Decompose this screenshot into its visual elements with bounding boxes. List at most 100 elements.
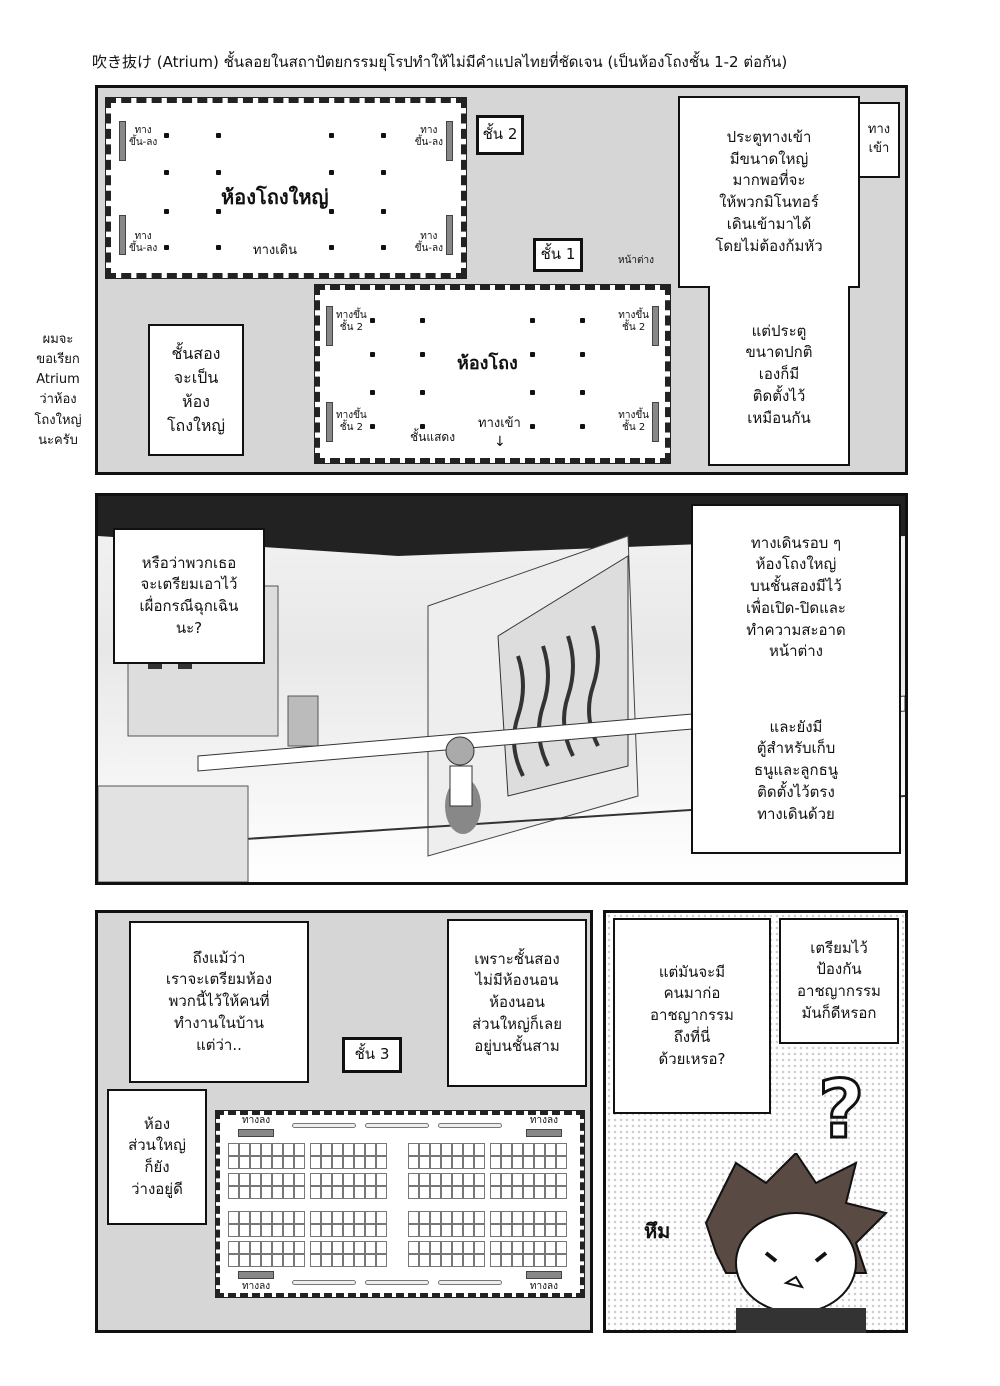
seat	[534, 1143, 545, 1156]
seat	[354, 1186, 365, 1199]
seat	[441, 1254, 452, 1267]
seat	[354, 1173, 365, 1186]
margin-note: ผมจะ ขอเรียก Atrium ว่าห้อง โถงใหญ่ นะคร…	[34, 332, 82, 448]
seat	[474, 1143, 485, 1156]
seat	[419, 1254, 430, 1267]
seat	[408, 1241, 419, 1254]
seat	[501, 1211, 512, 1224]
seat	[523, 1254, 534, 1267]
seat-block	[228, 1173, 305, 1199]
floor1-plan: ทางขึ้น ชั้น 2 ทางขึ้น ชั้น 2 ทางขึ้น ชั…	[314, 284, 671, 464]
seat	[354, 1211, 365, 1224]
seat	[294, 1173, 305, 1186]
seat	[250, 1186, 261, 1199]
seat	[294, 1254, 305, 1267]
seat	[354, 1156, 365, 1169]
seat	[250, 1241, 261, 1254]
seat	[376, 1254, 387, 1267]
seat	[261, 1173, 272, 1186]
seat	[463, 1173, 474, 1186]
seat	[228, 1143, 239, 1156]
seat	[463, 1224, 474, 1237]
seat	[272, 1254, 283, 1267]
seat	[501, 1224, 512, 1237]
seat	[556, 1254, 567, 1267]
seat	[545, 1143, 556, 1156]
caption-right-1: ทางเดินรอบ ๆ ห้องโถงใหญ่ บนชั้นสองมีไว้ …	[745, 533, 846, 661]
seat	[365, 1224, 376, 1237]
seat	[332, 1186, 343, 1199]
seat	[228, 1173, 239, 1186]
seat	[365, 1241, 376, 1254]
seat	[534, 1156, 545, 1169]
seat	[228, 1186, 239, 1199]
caption-left: ชั้นสอง จะเป็น ห้อง โถงใหญ่	[148, 324, 244, 456]
stage-label: ชั้นแสดง	[410, 430, 456, 444]
seat	[365, 1173, 376, 1186]
seat	[474, 1186, 485, 1199]
seat	[408, 1186, 419, 1199]
seat	[430, 1224, 441, 1237]
seat	[343, 1186, 354, 1199]
seat	[408, 1156, 419, 1169]
seat	[501, 1143, 512, 1156]
panel-boy-reaction: แต่มันจะมี คนมาก่อ อาชญากรรม ถึงที่นี่ ด…	[603, 910, 908, 1333]
seat-block	[408, 1173, 485, 1199]
floor3-tag: ชั้น 3	[342, 1037, 402, 1073]
speech-bubble-left: หรือว่าพวกเธอ จะเตรียมเอาไว้ เผื่อกรณีฉุ…	[113, 528, 265, 664]
seat	[261, 1211, 272, 1224]
seat	[430, 1143, 441, 1156]
floor1-tag: ชั้น 1	[533, 238, 583, 272]
seat	[250, 1173, 261, 1186]
seat	[474, 1156, 485, 1169]
seat-block	[228, 1211, 305, 1237]
seat	[512, 1173, 523, 1186]
great-hall-label: ห้องโถงใหญ่	[221, 185, 329, 209]
stairs-label: ทาง ขึ้น-ลง	[129, 125, 158, 148]
seat	[310, 1224, 321, 1237]
seat	[534, 1224, 545, 1237]
seat	[283, 1186, 294, 1199]
seat-block	[228, 1143, 305, 1169]
seat	[321, 1211, 332, 1224]
arrow-down-icon: ↓	[494, 434, 506, 450]
seat	[501, 1156, 512, 1169]
seat	[545, 1186, 556, 1199]
seat	[228, 1241, 239, 1254]
seat	[261, 1156, 272, 1169]
seat	[556, 1211, 567, 1224]
seat	[261, 1241, 272, 1254]
seat	[545, 1254, 556, 1267]
seat-block	[408, 1143, 485, 1169]
seat	[523, 1173, 534, 1186]
seat	[354, 1143, 365, 1156]
seat	[523, 1224, 534, 1237]
caption-1: ถึงแม้ว่า เราจะเตรียมห้อง พวกนี้ไว้ให้คน…	[129, 921, 309, 1083]
speech-bubble-1: แต่มันจะมี คนมาก่อ อาชญากรรม ถึงที่นี่ ด…	[613, 918, 771, 1114]
seat	[452, 1143, 463, 1156]
seat-block	[490, 1173, 567, 1199]
seat	[408, 1173, 419, 1186]
seat	[365, 1186, 376, 1199]
seat	[545, 1224, 556, 1237]
seat	[272, 1224, 283, 1237]
seat	[534, 1173, 545, 1186]
seat	[332, 1173, 343, 1186]
seat-block	[490, 1143, 567, 1169]
seat	[283, 1224, 294, 1237]
seat	[310, 1241, 321, 1254]
seat	[283, 1241, 294, 1254]
seat	[441, 1156, 452, 1169]
seat	[332, 1143, 343, 1156]
seat	[441, 1186, 452, 1199]
seat	[452, 1241, 463, 1254]
seat	[430, 1241, 441, 1254]
walkway-label: ทางเดิน	[253, 243, 297, 258]
entrance-label: ทางเข้า	[478, 416, 521, 431]
seat	[310, 1254, 321, 1267]
caption-right-top: ประตูทางเข้า มีขนาดใหญ่ มากพอที่จะ ให้พว…	[678, 96, 860, 288]
seat	[441, 1241, 452, 1254]
seat	[343, 1254, 354, 1267]
seat	[354, 1241, 365, 1254]
seat	[512, 1156, 523, 1169]
